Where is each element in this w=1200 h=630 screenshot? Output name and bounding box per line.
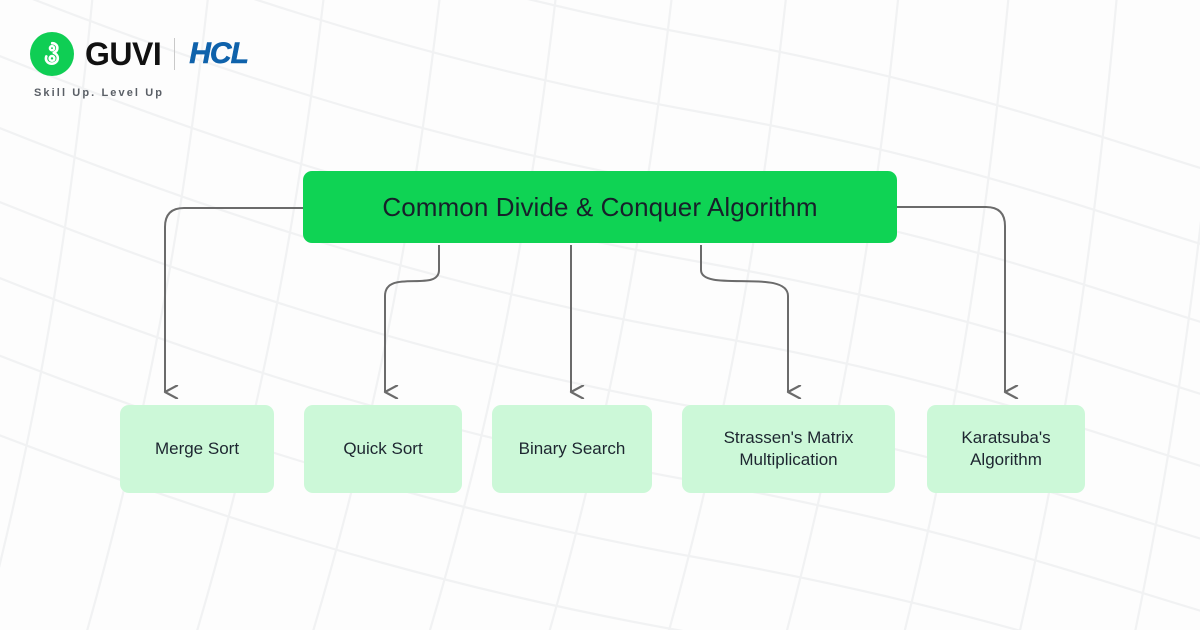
brand-separator bbox=[174, 38, 176, 70]
root-node[interactable]: Common Divide & Conquer Algorithm bbox=[303, 171, 897, 243]
guvi-wordmark: GUVI bbox=[85, 35, 162, 72]
brand-row: GUVI HCL bbox=[30, 30, 350, 78]
connector-to-karatsubas bbox=[897, 206, 1005, 392]
leaf-node-label: Karatsuba's Algorithm bbox=[961, 428, 1051, 469]
connector-to-strassens bbox=[700, 245, 788, 392]
connector-to-quick-sort bbox=[385, 245, 440, 392]
leaf-node-label: Strassen's Matrix Multiplication bbox=[723, 428, 854, 469]
leaf-node-label: Merge Sort bbox=[154, 439, 240, 458]
hcl-wordmark: HCL bbox=[189, 37, 249, 71]
leaf-node-merge-sort[interactable]: Merge Sort bbox=[120, 405, 274, 493]
leaf-node-strassens-matrix-multiplication[interactable]: Strassen's Matrix Multiplication bbox=[682, 405, 895, 493]
root-node-label: Common Divide & Conquer Algorithm bbox=[382, 191, 818, 222]
leaf-node-label: Binary Search bbox=[518, 439, 626, 458]
leaf-node-binary-search[interactable]: Binary Search bbox=[492, 405, 652, 493]
brand-tagline: Skill Up. Level Up bbox=[34, 87, 165, 99]
leaf-node-label: Quick Sort bbox=[343, 439, 423, 458]
brand-lockup: GUVI HCL Skill Up. Level Up bbox=[30, 30, 350, 100]
leaf-node-karatsubas-algorithm[interactable]: Karatsuba's Algorithm bbox=[927, 405, 1085, 493]
guvi-g-mark-icon bbox=[30, 32, 74, 76]
leaf-node-quick-sort[interactable]: Quick Sort bbox=[304, 405, 462, 493]
connector-to-merge-sort bbox=[165, 207, 303, 392]
